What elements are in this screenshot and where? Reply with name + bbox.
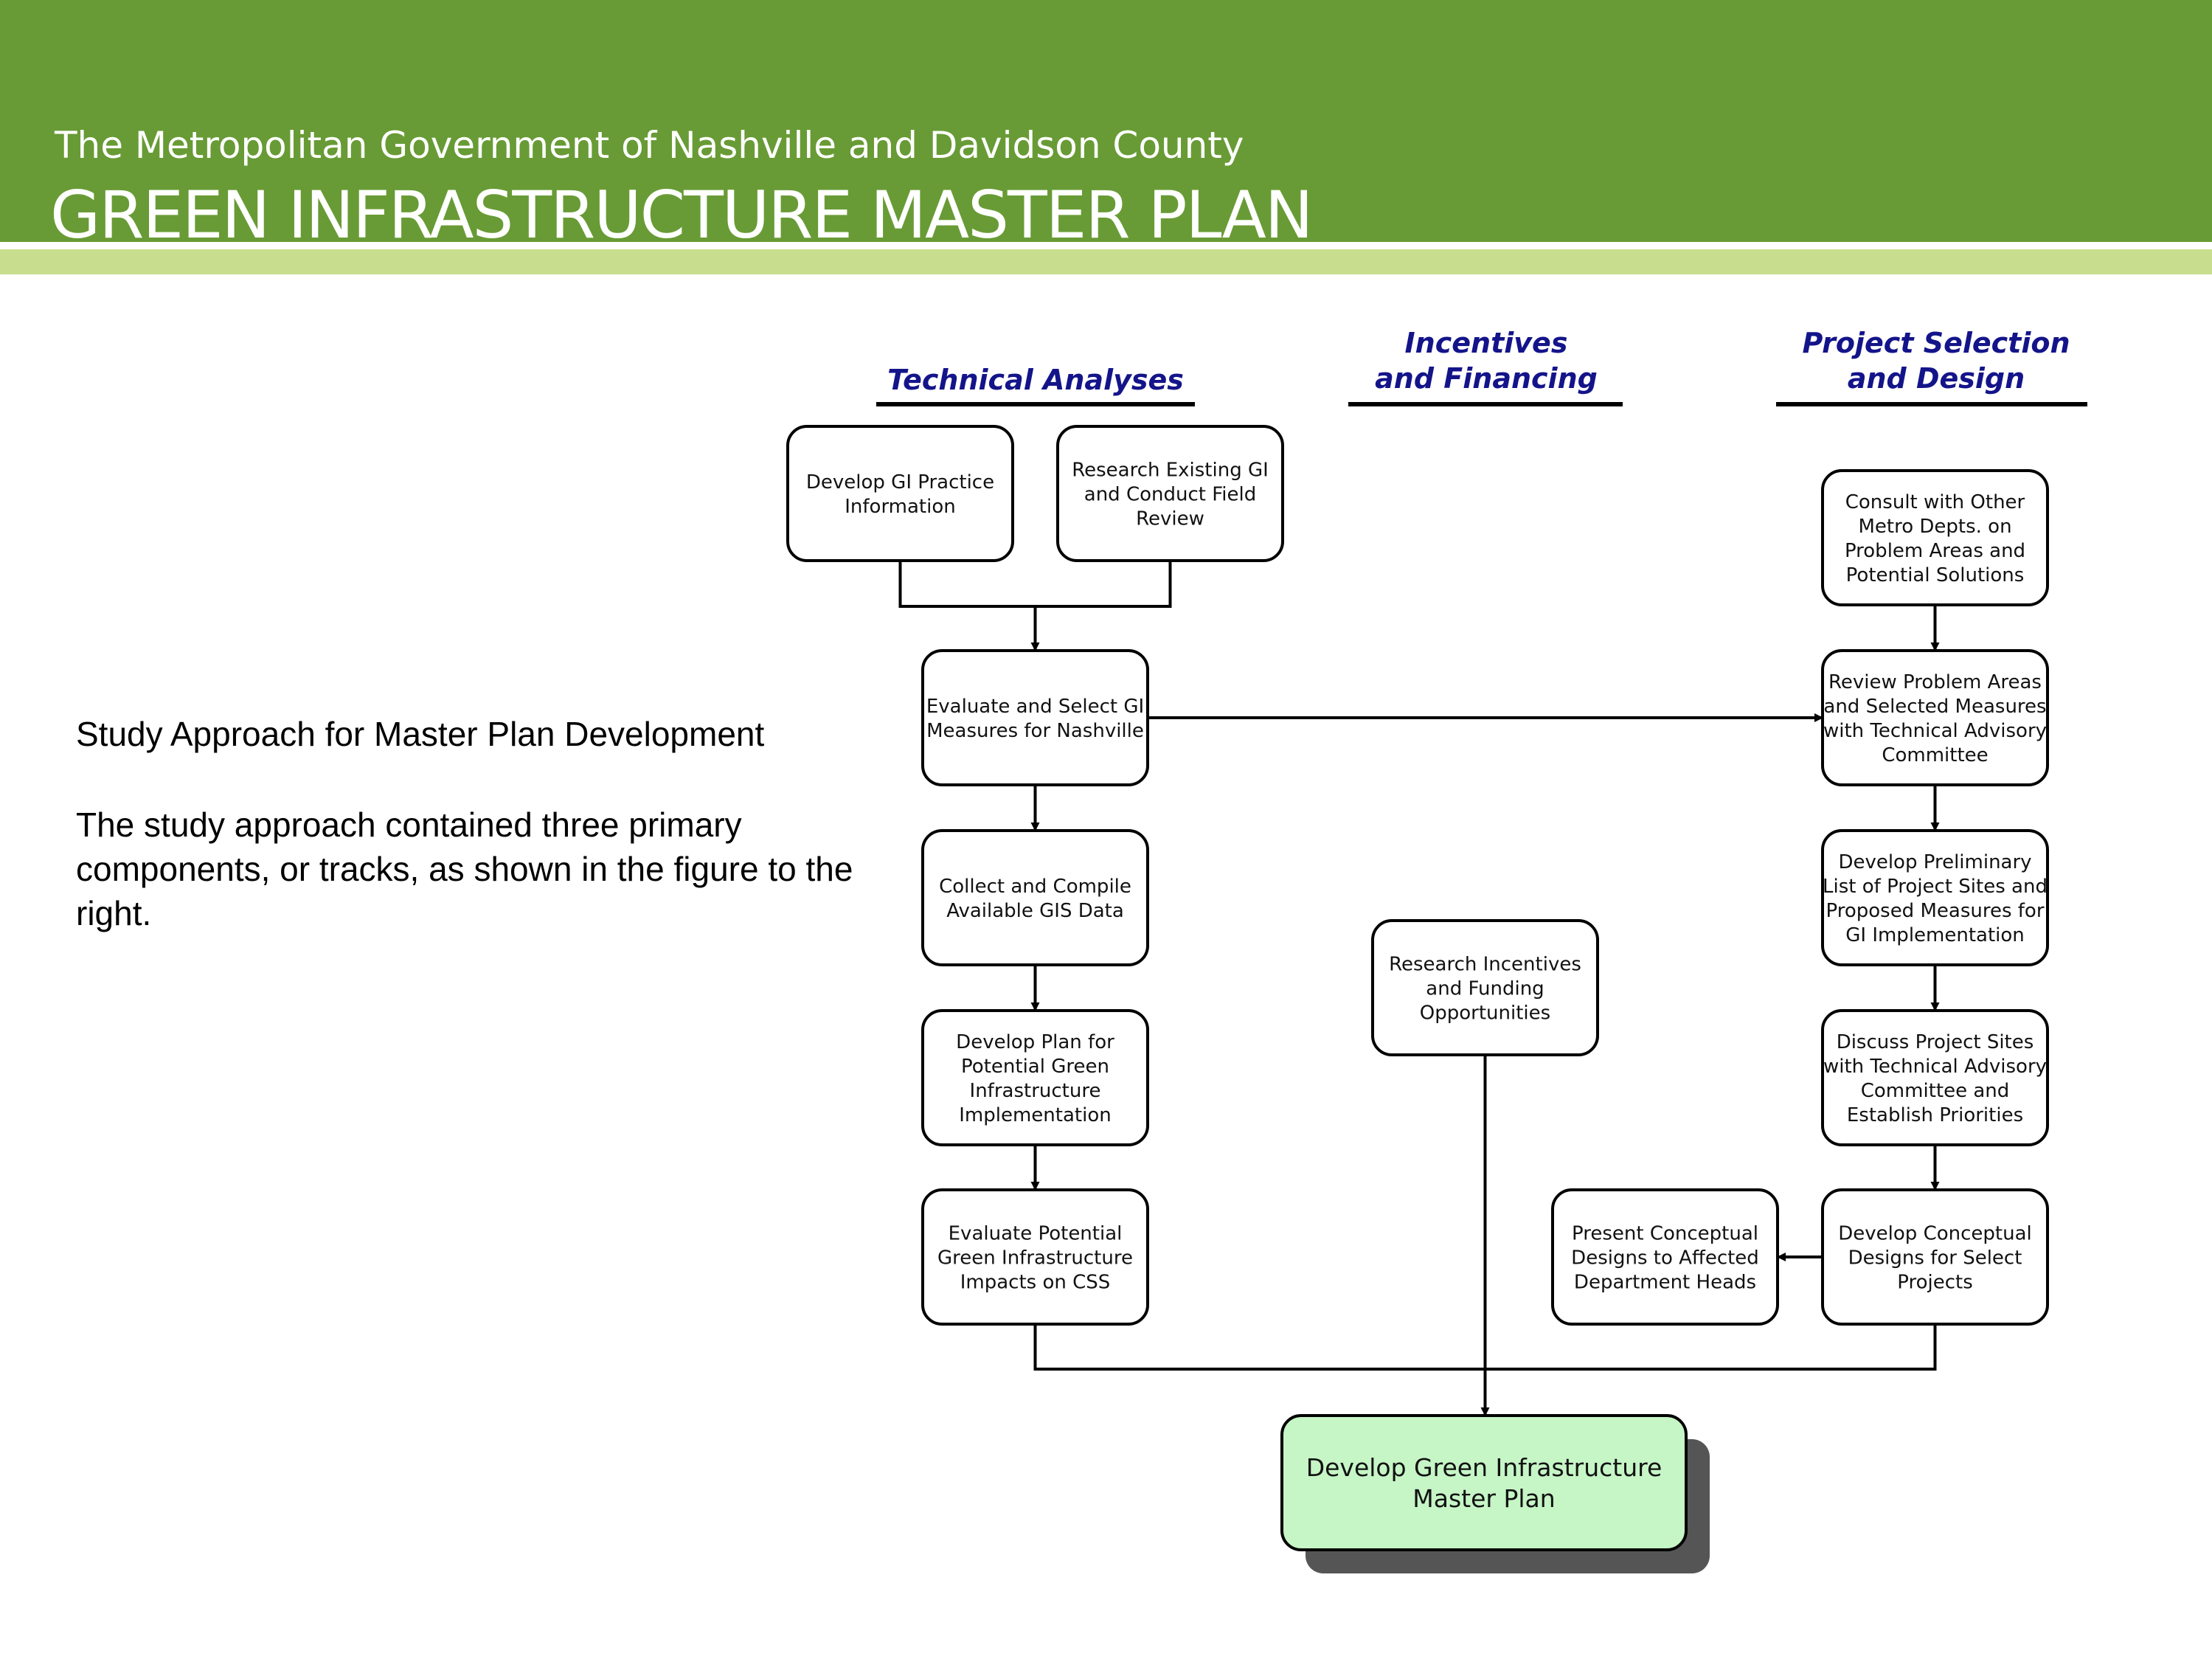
node-box-discuss xyxy=(1821,1009,2049,1146)
node-box-research xyxy=(1056,425,1284,562)
connector-research-merge xyxy=(898,561,1172,608)
node-box-collect xyxy=(921,829,1149,966)
header-title: GREEN INFRASTRUCTURE MASTER PLAN xyxy=(50,177,1314,253)
header-subtitle: The Metropolitan Government of Nashville… xyxy=(55,124,1244,167)
node-box-review xyxy=(1821,649,2049,786)
track-header-technical: Technical Analyses xyxy=(887,364,1184,396)
node-box-consult xyxy=(1821,469,2049,606)
node-box-final xyxy=(1280,1414,1688,1551)
node-box-incentive_research xyxy=(1371,919,1599,1056)
header-banner xyxy=(0,0,2212,242)
node-box-evaluate xyxy=(921,649,1149,786)
node-box-css xyxy=(921,1188,1149,1326)
node-box-plan xyxy=(921,1009,1149,1146)
connectors xyxy=(898,561,1940,1416)
node-box-concept xyxy=(1821,1188,2049,1326)
figure-caption: Study Approach for Master Plan Developme… xyxy=(76,715,765,753)
header-stripe xyxy=(0,249,2212,274)
node-box-present xyxy=(1551,1188,1779,1326)
figure-description: The study approach contained three prima… xyxy=(76,806,853,932)
node-box-prelim xyxy=(1821,829,2049,966)
node-box-practice xyxy=(786,425,1014,562)
header-divider xyxy=(0,242,2212,249)
